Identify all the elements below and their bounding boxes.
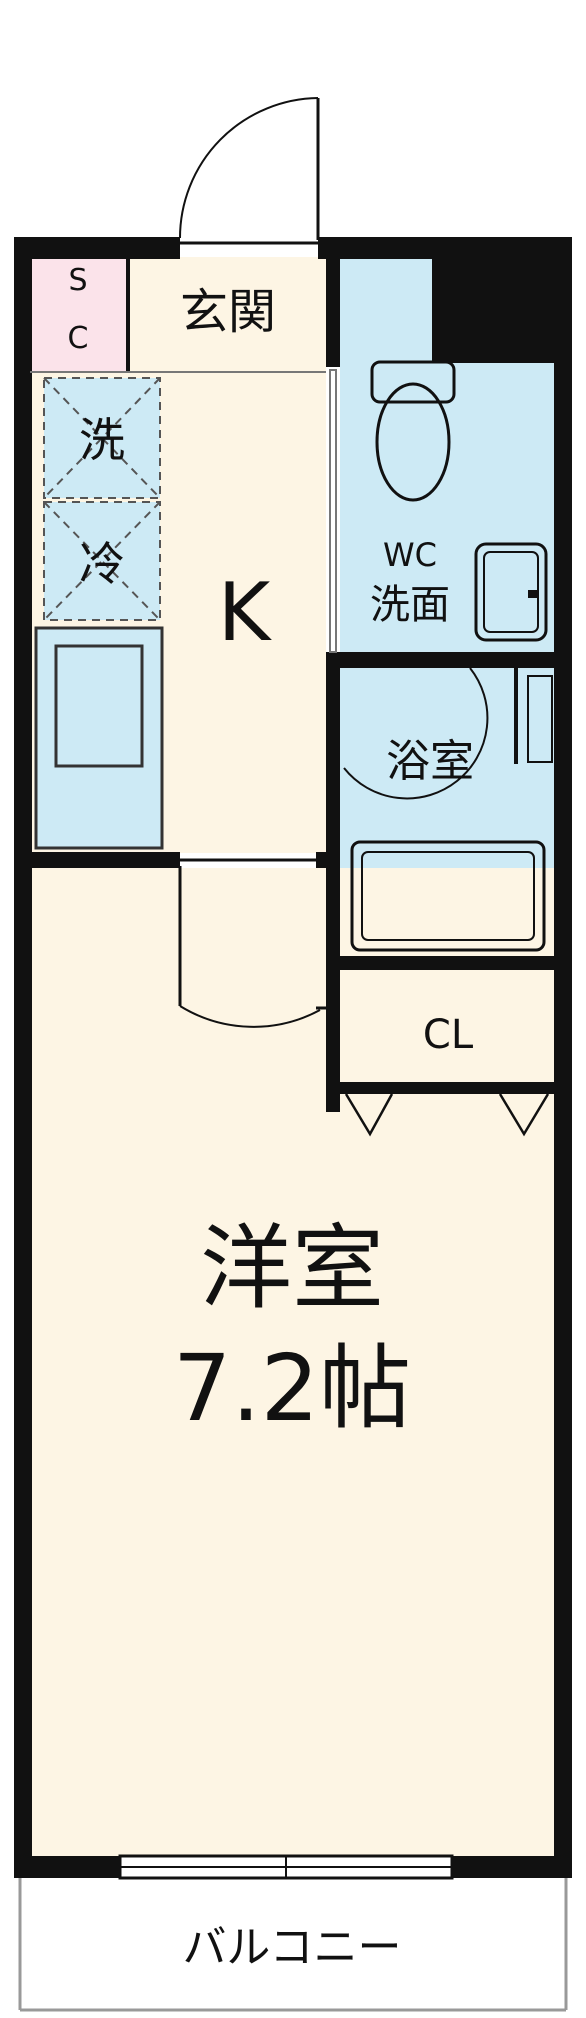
- closet-bottom-wall: [340, 1082, 556, 1094]
- wash-basin-faucet: [528, 590, 538, 598]
- bath-mirror: [527, 675, 553, 763]
- washer-outline: [43, 377, 161, 499]
- fridge-outline: [43, 501, 161, 621]
- room-door-swing: [179, 1005, 321, 1028]
- bath-door-swing: [343, 667, 489, 800]
- washer-label: 洗: [79, 413, 125, 467]
- outer-wall-bottom-left: [14, 1856, 120, 1878]
- kitchen-right-wall-upper: [326, 257, 340, 367]
- toilet-bowl: [375, 382, 451, 502]
- kitchen-room-wall-left: [30, 852, 180, 868]
- sink-counter-outline: [34, 626, 164, 850]
- balcony-floor: [18, 1880, 568, 2010]
- wc-label: WC: [383, 536, 437, 574]
- sc-closet-wall: [126, 257, 130, 373]
- balcony-label: バルコニー: [182, 1922, 401, 1973]
- outer-wall-bottom-right: [452, 1856, 572, 1878]
- western-room-size: 7.2帖: [173, 1335, 411, 1442]
- outer-wall-right: [554, 237, 572, 1878]
- kitchen-right-wall-lower: [326, 652, 340, 1112]
- bath-partition-right: [514, 668, 518, 764]
- sink-basin: [54, 644, 144, 768]
- wc-sliding-door: [329, 369, 337, 653]
- wc-bath-wall: [340, 652, 556, 668]
- sc-label-bottom: C: [68, 321, 89, 356]
- genkan-label: 玄関: [180, 284, 276, 340]
- closet-label: CL: [423, 1012, 474, 1058]
- toilet-tank: [370, 360, 456, 404]
- fridge-space: [44, 502, 160, 620]
- entrance-door-swing: [179, 97, 319, 239]
- kitchen-label: K: [218, 566, 273, 659]
- fridge-label: 冷: [79, 537, 125, 591]
- washer-space: [44, 378, 160, 498]
- outer-wall-left: [14, 237, 32, 1878]
- closet-door-left: [344, 1093, 394, 1137]
- western-room-label: 洋室: [200, 1215, 384, 1322]
- washroom-label: 洗面: [370, 582, 450, 628]
- kitchen-room-wall-right: [316, 852, 340, 868]
- western-room-floor: [30, 868, 556, 1858]
- bath-label: 浴室: [386, 736, 474, 787]
- sc-label-top: S: [68, 263, 87, 298]
- bathtub-inner: [361, 851, 535, 941]
- closet-door-right: [498, 1093, 550, 1137]
- bath-closet-wall: [340, 956, 556, 970]
- pipe-shaft: [432, 237, 572, 363]
- wash-basin: [474, 542, 548, 642]
- outer-wall-top-left: [14, 237, 180, 259]
- bathtub: [350, 840, 546, 952]
- sc-closet-floor: [30, 257, 128, 373]
